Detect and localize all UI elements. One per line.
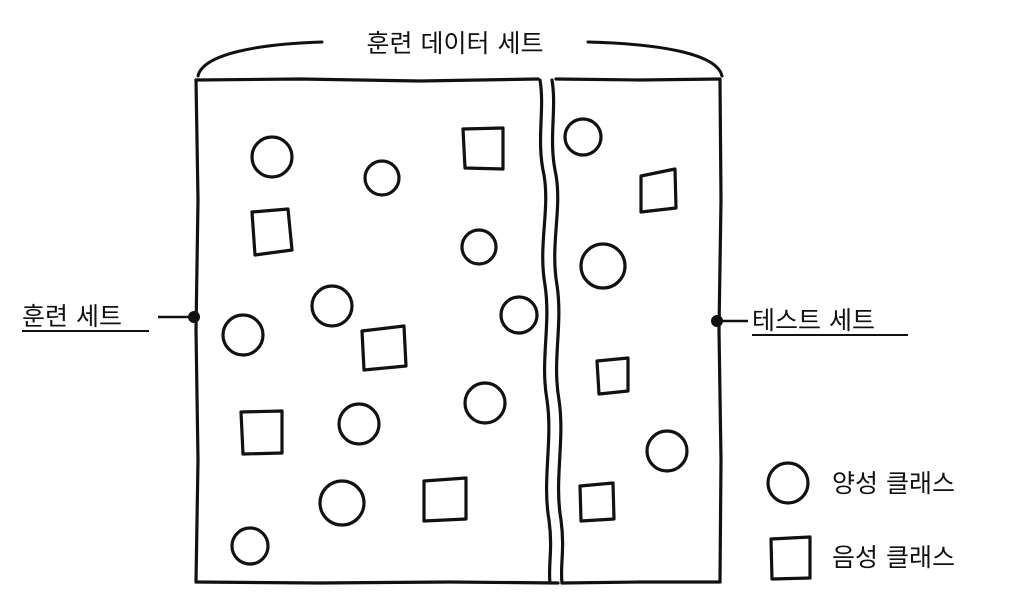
test-set-label: 테스트 세트 (752, 306, 875, 335)
train-set-label: 훈련 세트 (22, 302, 122, 331)
positive-sample (310, 284, 354, 328)
dataset-brace (196, 40, 724, 78)
positive-sample (463, 381, 507, 425)
positive-sample (460, 228, 498, 266)
legend-positive-label: 양성 클래스 (832, 469, 955, 498)
legend-positive-icon (766, 461, 810, 505)
train-samples (221, 126, 539, 566)
test-set-box (554, 77, 723, 585)
positive-sample (230, 526, 270, 566)
negative-sample (422, 476, 468, 523)
negative-sample (461, 126, 505, 171)
negative-sample (360, 324, 408, 372)
legend-negative-icon (769, 535, 812, 581)
legend: 양성 클래스 음성 클래스 (766, 461, 955, 581)
positive-sample (337, 402, 381, 446)
dataset-title: 훈련 데이터 세트 (367, 29, 544, 58)
train-connector-dot (188, 311, 200, 323)
positive-sample (563, 117, 603, 157)
positive-sample (318, 479, 366, 527)
test-samples (563, 117, 689, 523)
negative-sample (595, 356, 630, 396)
train-set-box (194, 77, 565, 585)
positive-sample (250, 135, 294, 179)
negative-sample (250, 207, 294, 257)
positive-sample (645, 429, 689, 473)
positive-sample (499, 295, 539, 335)
legend-negative-label: 음성 클래스 (832, 543, 955, 572)
positive-sample (579, 242, 627, 290)
negative-sample (639, 167, 678, 214)
negative-sample (578, 481, 616, 523)
negative-sample (239, 409, 284, 456)
positive-sample (363, 159, 401, 197)
positive-sample (221, 313, 265, 357)
